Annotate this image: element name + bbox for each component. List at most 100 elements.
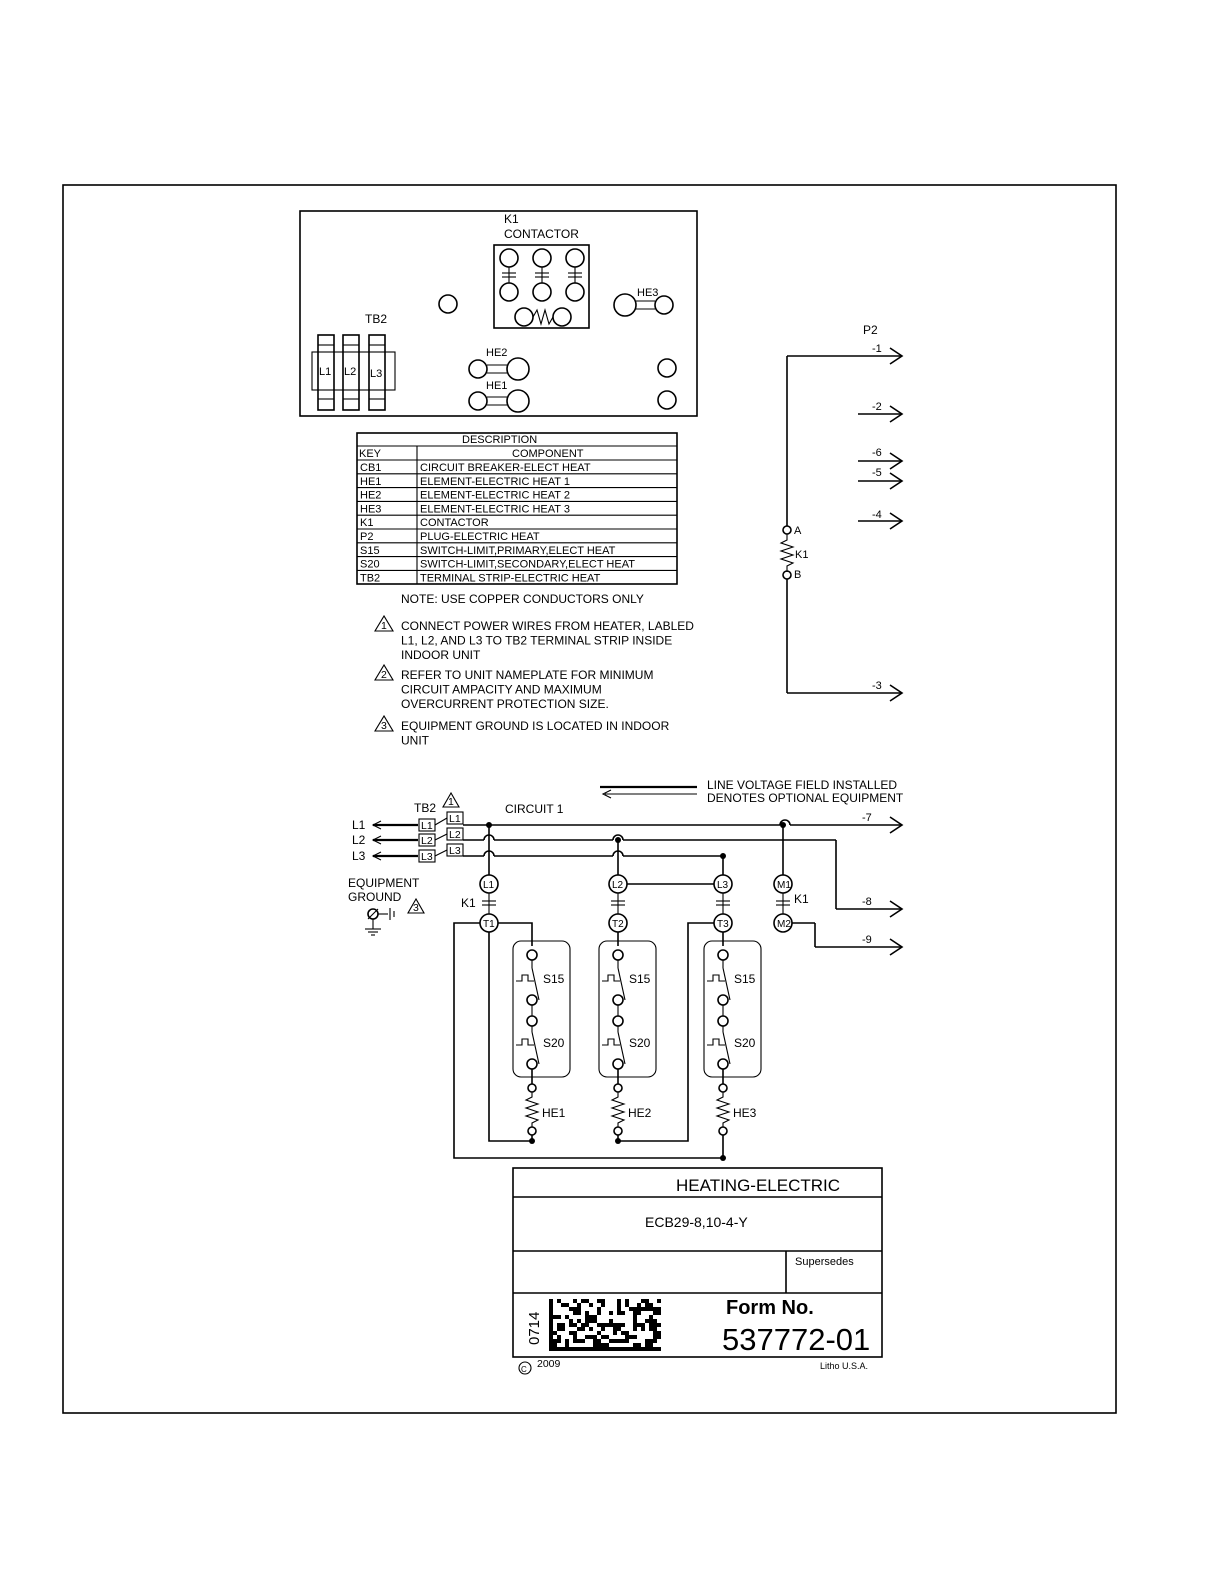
element-label: HE3	[733, 1106, 757, 1120]
table-header-component: COMPONENT	[512, 448, 584, 460]
s15-label: S15	[629, 972, 651, 986]
date-code: 0714	[526, 1312, 543, 1345]
sheet-border	[62, 184, 1117, 1414]
table-component: ELEMENT-ELECTRIC HEAT 3	[420, 503, 570, 515]
mounting-hole	[657, 390, 677, 410]
tb2-terminal-l1: L1	[319, 366, 331, 378]
tb2-note-ref: 1	[448, 796, 454, 808]
supersedes-label: Supersedes	[795, 1256, 854, 1268]
note-warning-icon	[374, 714, 394, 732]
thermal-icon	[602, 1038, 620, 1046]
table-key: HE1	[360, 476, 381, 488]
he2-terminals: HE2	[468, 347, 530, 381]
tb2-label: TB2	[365, 312, 387, 326]
circuit-label: CIRCUIT 1	[505, 802, 564, 816]
p2-plug-diagram: P2 -1 -2 -6 -5 -4 A K1 B -3	[779, 323, 903, 702]
table-header-key: KEY	[359, 448, 382, 460]
tb2-l3: L3	[421, 851, 433, 863]
mounting-hole	[438, 294, 458, 314]
s20-label: S20	[629, 1036, 651, 1050]
p2-pin: -6	[872, 447, 882, 459]
drawing-title: HEATING-ELECTRIC	[676, 1176, 840, 1195]
table-title: DESCRIPTION	[462, 434, 537, 446]
heating-element-icon	[524, 1092, 540, 1127]
schematic: TB2 1 CIRCUIT 1 L1 L2 L3 L1 L1 L2 L2 L3 …	[348, 791, 903, 1161]
table-component: SWITCH-LIMIT,PRIMARY,ELECT HEAT	[420, 545, 616, 557]
note-number: 3	[381, 720, 387, 732]
ground-note-ref: 3	[413, 902, 419, 914]
note-main: NOTE: USE COPPER CONDUCTORS ONLY	[401, 592, 644, 606]
he2-label: HE2	[486, 347, 507, 359]
pin-8: -8	[862, 896, 872, 908]
form-number: 537772-01	[722, 1322, 870, 1357]
p2-label: P2	[863, 323, 878, 337]
note-text: CIRCUIT AMPACITY AND MAXIMUM	[401, 683, 602, 697]
note-text: CONNECT POWER WIRES FROM HEATER, LABLED	[401, 619, 694, 633]
he3-label: HE3	[637, 287, 658, 299]
he1-label: HE1	[486, 380, 507, 392]
element-label: HE1	[542, 1106, 566, 1120]
contactor-label: CONTACTOR	[504, 227, 579, 241]
k1-left-label: K1	[461, 896, 476, 910]
note-warning-icon	[374, 614, 394, 632]
line-label-l3: L3	[352, 849, 366, 863]
table-component: TERMINAL STRIP-ELECTRIC HEAT	[420, 572, 601, 584]
note-warning-icon	[374, 663, 394, 681]
table-key: K1	[360, 517, 373, 529]
k1-right-label: K1	[794, 892, 809, 906]
limit-switch-housing	[598, 940, 657, 1078]
limit-switch-housing	[703, 940, 762, 1078]
tb2-l1-inner: L1	[449, 813, 461, 825]
line-legend: LINE VOLTAGE FIELD INSTALLED DENOTES OPT…	[600, 778, 904, 805]
title-block: HEATING-ELECTRIC ECB29-8,10-4-Y Supersed…	[512, 1167, 883, 1375]
contact-bottom-label: T1	[483, 919, 495, 930]
copyright-year: 2009	[537, 1358, 561, 1370]
data-matrix-barcode	[549, 1299, 661, 1352]
he1-terminals: HE1	[468, 380, 530, 413]
table-key: CB1	[360, 462, 381, 474]
k1-label: K1	[504, 212, 519, 226]
thermal-icon	[516, 974, 534, 982]
table-component: ELEMENT-ELECTRIC HEAT 2	[420, 490, 570, 502]
table-component: PLUG-ELECTRIC HEAT	[420, 531, 540, 543]
note-number: 2	[381, 669, 387, 681]
table-component: ELEMENT-ELECTRIC HEAT 1	[420, 476, 570, 488]
form-label: Form No.	[726, 1297, 814, 1319]
heating-element-icon	[715, 1092, 731, 1127]
he3-terminals: HE3	[613, 287, 674, 317]
note-text: EQUIPMENT GROUND IS LOCATED IN INDOOR	[401, 719, 670, 733]
p2-pin: -3	[872, 680, 882, 692]
thermal-icon	[516, 1038, 534, 1046]
component-layout-panel: K1 CONTACTOR HE3 HE2	[299, 210, 698, 417]
thermal-icon	[707, 1038, 725, 1046]
pin-7: -7	[862, 812, 872, 824]
line-label-l2: L2	[352, 833, 366, 847]
contact-top-label: L1	[483, 880, 495, 891]
tb2-l3-inner: L3	[449, 845, 461, 857]
table-component: CONTACTOR	[420, 517, 489, 529]
k1-coil-label: K1	[795, 549, 808, 561]
contact-bottom-label: T3	[717, 919, 729, 930]
contact-bottom-label: T2	[612, 919, 624, 930]
s20-label: S20	[543, 1036, 565, 1050]
limit-switch-housing	[512, 940, 571, 1078]
tb2-terminal-l3: L3	[370, 368, 382, 380]
tb2-terminal-l2: L2	[344, 366, 356, 378]
s15-label: S15	[543, 972, 565, 986]
mounting-hole	[657, 358, 677, 378]
thermal-icon	[602, 974, 620, 982]
contact-bottom-label: M2	[777, 919, 791, 930]
pin-9: -9	[862, 934, 872, 946]
tb2-l1: L1	[421, 820, 433, 832]
note-text: OVERCURRENT PROTECTION SIZE.	[401, 697, 609, 711]
table-key: HE2	[360, 490, 381, 502]
